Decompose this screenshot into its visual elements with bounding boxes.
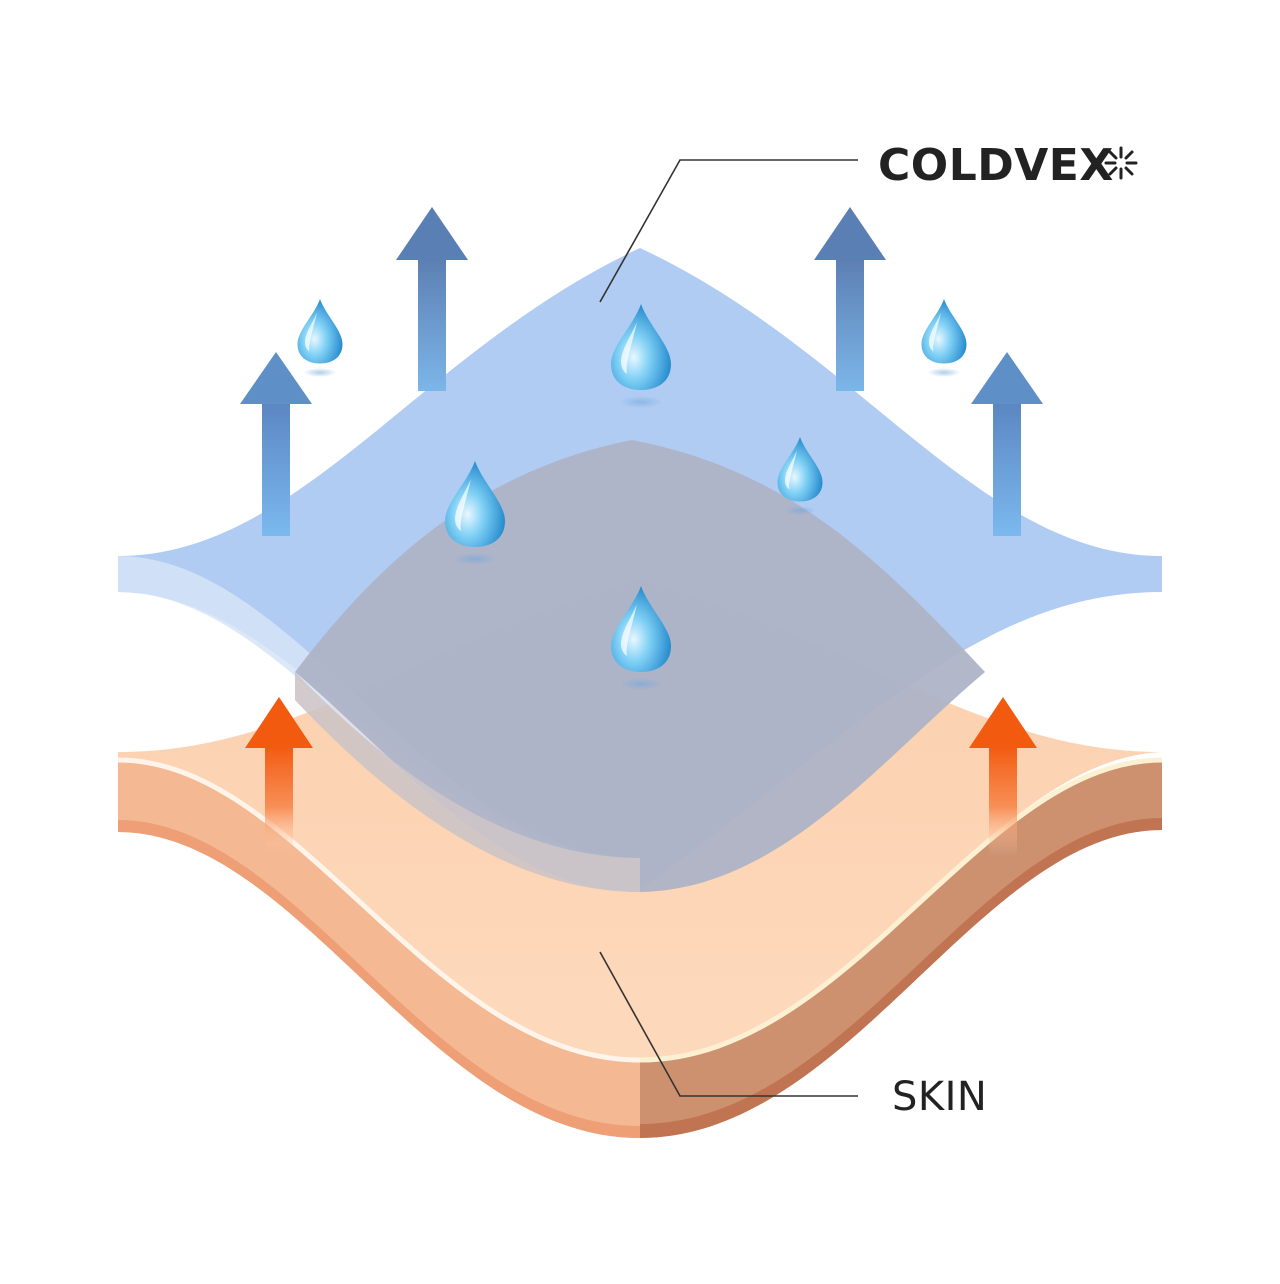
snowflake-burst-icon — [1104, 146, 1138, 180]
skin-edge-highlight-left — [117, 757, 641, 1063]
heat-arrow-right — [969, 697, 1037, 856]
coldvex-leader-line — [599, 159, 858, 303]
water-drop-icon — [297, 299, 343, 377]
skin-side-right — [640, 760, 1162, 1138]
water-drop-icon — [445, 461, 505, 565]
skin-edge-highlight-right — [639, 757, 1163, 1063]
skin-leader-line — [599, 951, 858, 1097]
skin-label: SKIN — [892, 1074, 988, 1120]
water-drop-icon — [921, 299, 967, 377]
water-drop-icon — [777, 437, 823, 515]
water-drop-icon — [611, 304, 671, 408]
evaporation-arrow-2 — [396, 207, 468, 391]
evaporation-arrow-3 — [814, 207, 886, 391]
heat-arrow-left — [245, 697, 313, 856]
coldvex-label: COLDVEX — [878, 140, 1114, 191]
fabric-front-edge-overlap — [295, 672, 640, 892]
evaporation-arrow-1 — [240, 352, 312, 536]
water-drop-icon — [611, 586, 671, 690]
evaporation-arrow-4 — [971, 352, 1043, 536]
skin-side-left — [118, 760, 640, 1138]
